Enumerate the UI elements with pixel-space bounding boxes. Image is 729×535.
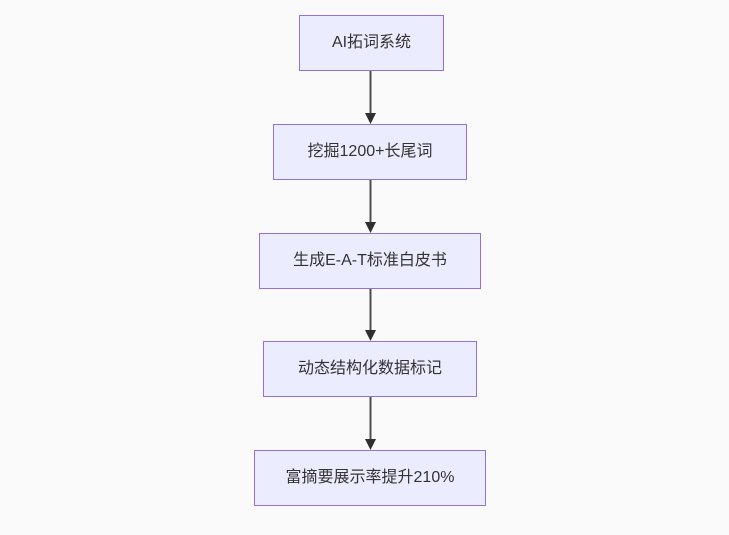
flow-node-step-2: 挖掘1200+长尾词: [273, 124, 467, 180]
flow-node-label: AI拓词系统: [331, 34, 412, 51]
flow-arrow-3: [365, 289, 376, 341]
flow-node-label: 挖掘1200+长尾词: [307, 143, 433, 160]
flow-node-label: 富摘要展示率提升210%: [285, 469, 455, 486]
flow-node-step-4: 动态结构化数据标记: [263, 341, 477, 397]
flow-node-step-3: 生成E-A-T标准白皮书: [259, 233, 481, 289]
flow-node-step-1: AI拓词系统: [299, 15, 444, 71]
flow-node-step-5: 富摘要展示率提升210%: [254, 450, 486, 506]
flow-arrow-2: [365, 180, 376, 233]
arrowhead-down-icon: [365, 439, 376, 450]
flow-arrow-4: [365, 397, 376, 450]
arrowhead-down-icon: [365, 330, 376, 341]
flow-arrow-1: [365, 71, 376, 124]
flow-node-label: 生成E-A-T标准白皮书: [293, 252, 447, 269]
flow-node-label: 动态结构化数据标记: [297, 360, 442, 377]
arrowhead-down-icon: [365, 222, 376, 233]
arrowhead-down-icon: [365, 113, 376, 124]
